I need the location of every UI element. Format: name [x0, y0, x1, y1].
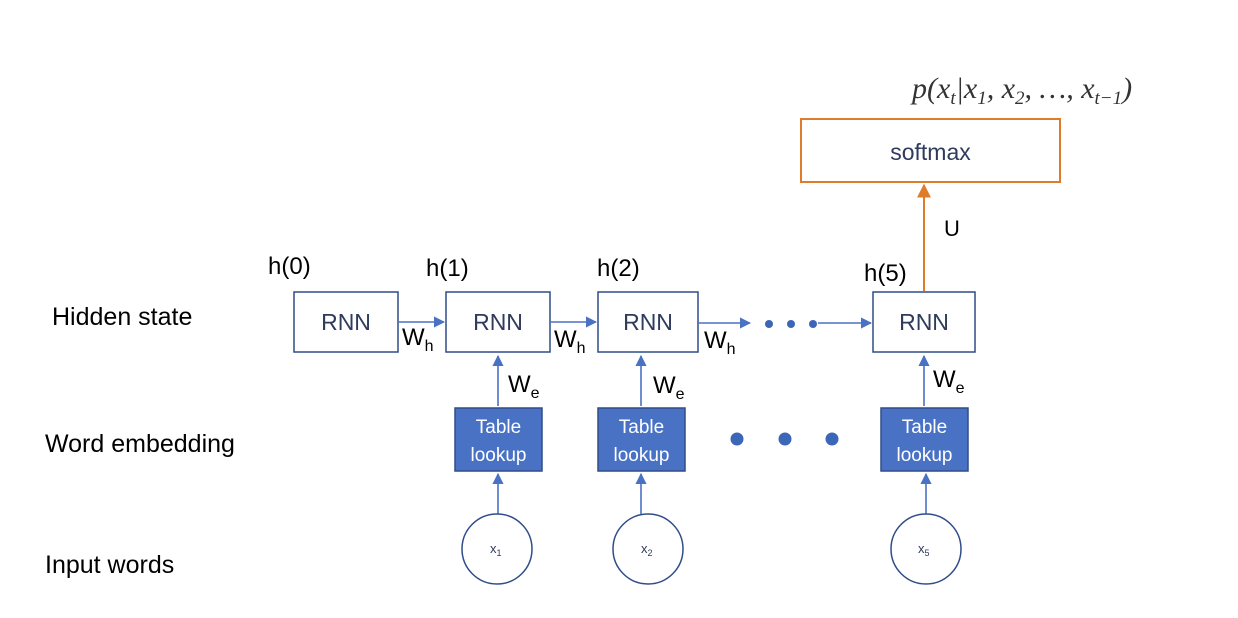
- input-word-circle-1: [461, 513, 533, 585]
- we-label-5: We: [933, 366, 965, 397]
- rnn-label-2: RNN: [623, 309, 673, 335]
- hidden-label-h1: h(1): [426, 255, 469, 282]
- rnn-box-0: [293, 291, 399, 353]
- embedding-ellipsis-dot: [825, 432, 839, 446]
- input-word-label-1: x1: [490, 541, 502, 558]
- input-word-circle-2: [612, 513, 684, 585]
- rnn-box-2: [597, 291, 699, 353]
- table-lookup-line1-2: Table: [619, 417, 664, 438]
- hidden-ellipsis-dot: [765, 320, 773, 328]
- rnn-label-0: RNN: [321, 309, 371, 335]
- rnn-label-1: RNN: [473, 309, 523, 335]
- rnn-label-5: RNN: [899, 309, 949, 335]
- we-label-1: We: [508, 371, 540, 402]
- hidden-label-h5: h(5): [864, 260, 907, 287]
- rnn-box-1: [445, 291, 551, 353]
- rnn-box-5: [872, 291, 976, 353]
- wh-label-1: Wh: [402, 324, 434, 355]
- row-label-hidden-state: Hidden state: [52, 303, 192, 331]
- wh-label-3: Wh: [704, 327, 736, 358]
- softmax-label: softmax: [890, 139, 971, 165]
- softmax-box: [800, 118, 1061, 183]
- table-lookup-line2-2: lookup: [614, 445, 670, 466]
- table-lookup-line1-1: Table: [476, 417, 521, 438]
- table-lookup-line1-5: Table: [902, 417, 947, 438]
- row-label-word-embedding: Word embedding: [45, 430, 235, 458]
- table-lookup-box-1: [454, 407, 543, 472]
- hidden-ellipsis-dot: [787, 320, 795, 328]
- hidden-label-h2: h(2): [597, 255, 640, 282]
- embedding-ellipsis-dot: [730, 432, 744, 446]
- embedding-ellipsis-dot: [778, 432, 792, 446]
- output-probability-formula: p(xt|x1, x2, …, xt−1): [910, 72, 1132, 109]
- table-lookup-box-5: [880, 407, 969, 472]
- hidden-label-h0: h(0): [268, 253, 311, 280]
- table-lookup-line2-5: lookup: [897, 445, 953, 466]
- table-lookup-line2-1: lookup: [471, 445, 527, 466]
- input-word-circle-5: [890, 513, 962, 585]
- input-word-label-5: x5: [918, 541, 930, 558]
- row-label-input-words: Input words: [45, 551, 174, 579]
- we-label-2: We: [653, 372, 685, 403]
- u-weight-label: U: [944, 216, 960, 241]
- table-lookup-box-2: [597, 407, 686, 472]
- input-word-label-2: x2: [641, 541, 653, 558]
- hidden-ellipsis-dot: [809, 320, 817, 328]
- wh-label-2: Wh: [554, 326, 586, 357]
